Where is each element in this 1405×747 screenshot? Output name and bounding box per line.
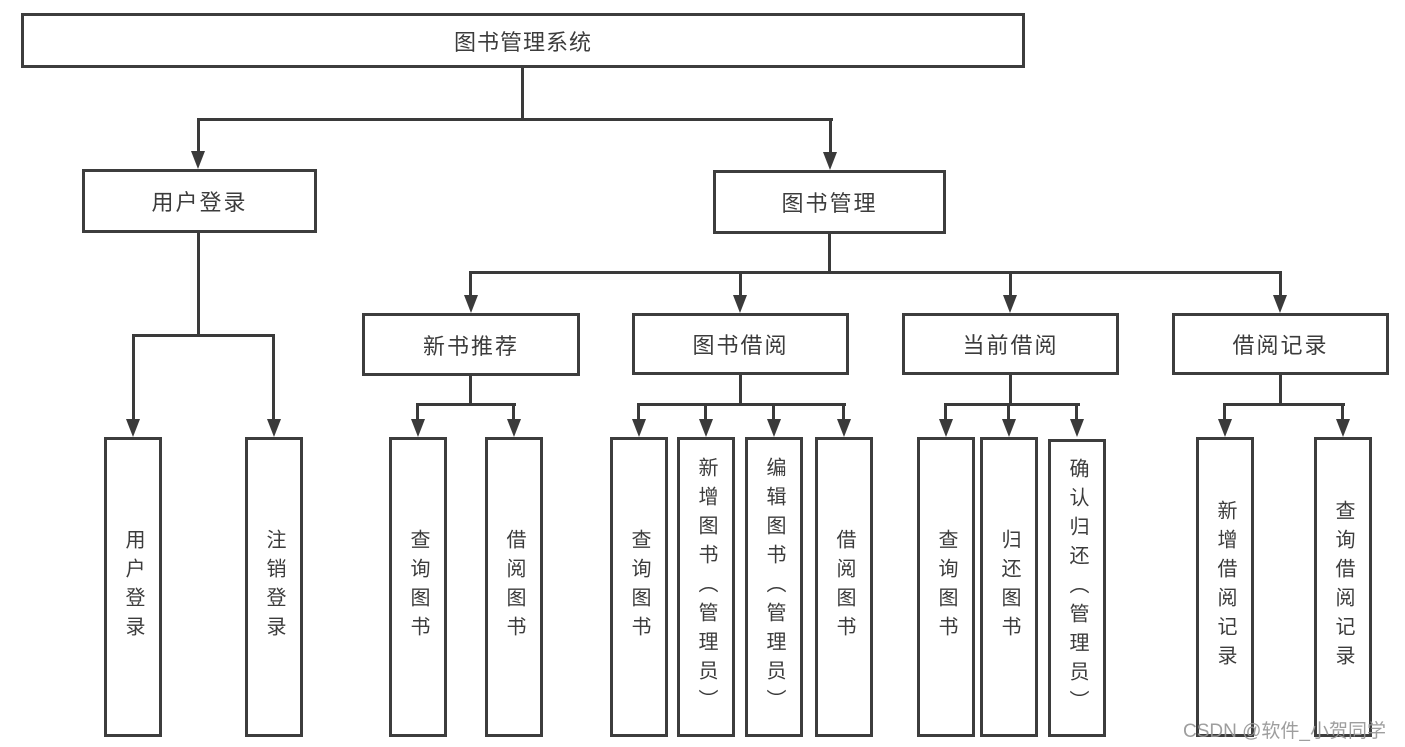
leaf-borrow-borrow-books: 借阅图书 [815, 437, 873, 737]
node-book-borrow: 图书借阅 [632, 313, 849, 375]
connector-userlogin-drop1 [132, 334, 135, 421]
connector-records-vertical [1279, 375, 1282, 406]
connector-currentborrow-bus [944, 403, 1080, 406]
connector-bookborrow-drop4 [842, 403, 845, 421]
leaf-records-add-record-label: 新增借阅记录 [1214, 500, 1236, 674]
arrow-down-icon [1336, 419, 1350, 437]
leaf-logout-label: 注销登录 [263, 529, 285, 645]
node-new-book-recommend-label: 新书推荐 [422, 333, 519, 359]
connector-bookmgmt-drop1 [469, 271, 472, 297]
node-borrow-records-label: 借阅记录 [1232, 333, 1329, 358]
connector-records-drop2 [1341, 403, 1344, 421]
connector-currentborrow-drop3 [1075, 403, 1078, 421]
arrow-down-icon [464, 295, 478, 313]
connector-bookmgmt-drop2 [739, 271, 742, 297]
arrow-down-icon [1273, 295, 1287, 313]
node-book-management-label: 图书管理 [781, 191, 878, 216]
arrow-down-icon [267, 419, 281, 437]
leaf-borrow-edit-books-admin: 编辑图书（管理员） [745, 437, 803, 737]
leaf-records-query-record: 查询借阅记录 [1314, 437, 1372, 737]
connector-userlogin-vertical [197, 233, 200, 337]
arrow-down-icon [191, 151, 205, 169]
arrow-down-icon [939, 419, 953, 437]
connector-bookmgmt-drop3 [1009, 271, 1012, 297]
leaf-borrow-edit-books-admin-label: 编辑图书（管理员） [763, 456, 785, 718]
leaf-user-login-label: 用户登录 [122, 529, 144, 645]
connector-root-drop-right [829, 118, 832, 153]
arrow-down-icon [411, 419, 425, 437]
leaf-logout: 注销登录 [245, 437, 303, 737]
arrow-down-icon [126, 419, 140, 437]
leaf-borrow-query-books-label: 查询图书 [628, 529, 650, 645]
leaf-current-query-books-label: 查询图书 [935, 529, 957, 645]
connector-bookmgmt-vertical [828, 234, 831, 274]
node-current-borrow: 当前借阅 [902, 313, 1119, 375]
node-user-login-label: 用户登录 [151, 190, 248, 215]
node-book-borrow-label: 图书借阅 [692, 333, 789, 358]
connector-bookborrow-drop1 [637, 403, 640, 421]
arrow-down-icon [699, 419, 713, 437]
leaf-borrow-add-books-admin-label: 新增图书（管理员） [695, 456, 717, 718]
connector-currentborrow-drop1 [944, 403, 947, 421]
connector-records-bus [1223, 403, 1345, 406]
connector-newbook-bus [416, 403, 516, 406]
leaf-records-query-record-label: 查询借阅记录 [1332, 500, 1354, 674]
arrow-down-icon [1003, 295, 1017, 313]
leaf-newbook-query-books: 查询图书 [389, 437, 447, 737]
leaf-current-confirm-return-admin: 确认归还（管理员） [1048, 439, 1106, 737]
connector-bookborrow-drop3 [772, 403, 775, 421]
connector-bookmgmt-bus [469, 271, 1282, 274]
connector-userlogin-drop2 [272, 334, 275, 421]
connector-newbook-drop1 [416, 403, 419, 421]
connector-root-drop-left [197, 118, 200, 153]
arrow-down-icon [632, 419, 646, 437]
leaf-current-return-books: 归还图书 [980, 437, 1038, 737]
leaf-current-confirm-return-admin-label: 确认归还（管理员） [1066, 457, 1088, 719]
leaf-current-return-books-label: 归还图书 [998, 529, 1020, 645]
leaf-newbook-borrow-books-label: 借阅图书 [503, 529, 525, 645]
node-borrow-records: 借阅记录 [1172, 313, 1389, 375]
leaf-borrow-borrow-books-label: 借阅图书 [833, 529, 855, 645]
leaf-newbook-borrow-books: 借阅图书 [485, 437, 543, 737]
arrow-down-icon [767, 419, 781, 437]
connector-root-vertical [521, 68, 524, 121]
leaf-records-add-record: 新增借阅记录 [1196, 437, 1254, 737]
arrow-down-icon [823, 152, 837, 170]
arrow-down-icon [1070, 419, 1084, 437]
connector-currentborrow-vertical [1009, 375, 1012, 406]
node-root-label: 图书管理系统 [453, 29, 592, 55]
connector-bookborrow-bus [637, 403, 846, 406]
arrow-down-icon [1002, 419, 1016, 437]
watermark-text: CSDN @软件_小贺同学 [1183, 721, 1386, 742]
connector-records-drop1 [1223, 403, 1226, 421]
arrow-down-icon [1218, 419, 1232, 437]
leaf-newbook-query-books-label: 查询图书 [407, 529, 429, 645]
arrow-down-icon [507, 419, 521, 437]
node-book-management: 图书管理 [713, 170, 946, 234]
connector-currentborrow-drop2 [1007, 403, 1010, 421]
node-current-borrow-label: 当前借阅 [962, 333, 1059, 358]
arrow-down-icon [733, 295, 747, 313]
arrow-down-icon [837, 419, 851, 437]
leaf-user-login: 用户登录 [104, 437, 162, 737]
node-new-book-recommend: 新书推荐 [362, 313, 580, 376]
connector-userlogin-bus [132, 334, 274, 337]
connector-bookborrow-drop2 [704, 403, 707, 421]
connector-bookborrow-vertical [739, 375, 742, 406]
node-root: 图书管理系统 [21, 13, 1025, 68]
leaf-borrow-add-books-admin: 新增图书（管理员） [677, 437, 735, 737]
node-user-login: 用户登录 [82, 169, 317, 233]
connector-bookmgmt-drop4 [1279, 271, 1282, 297]
connector-root-bus [197, 118, 833, 121]
leaf-borrow-query-books: 查询图书 [610, 437, 668, 737]
connector-newbook-vertical [469, 375, 472, 406]
connector-newbook-drop2 [512, 403, 515, 421]
leaf-current-query-books: 查询图书 [917, 437, 975, 737]
